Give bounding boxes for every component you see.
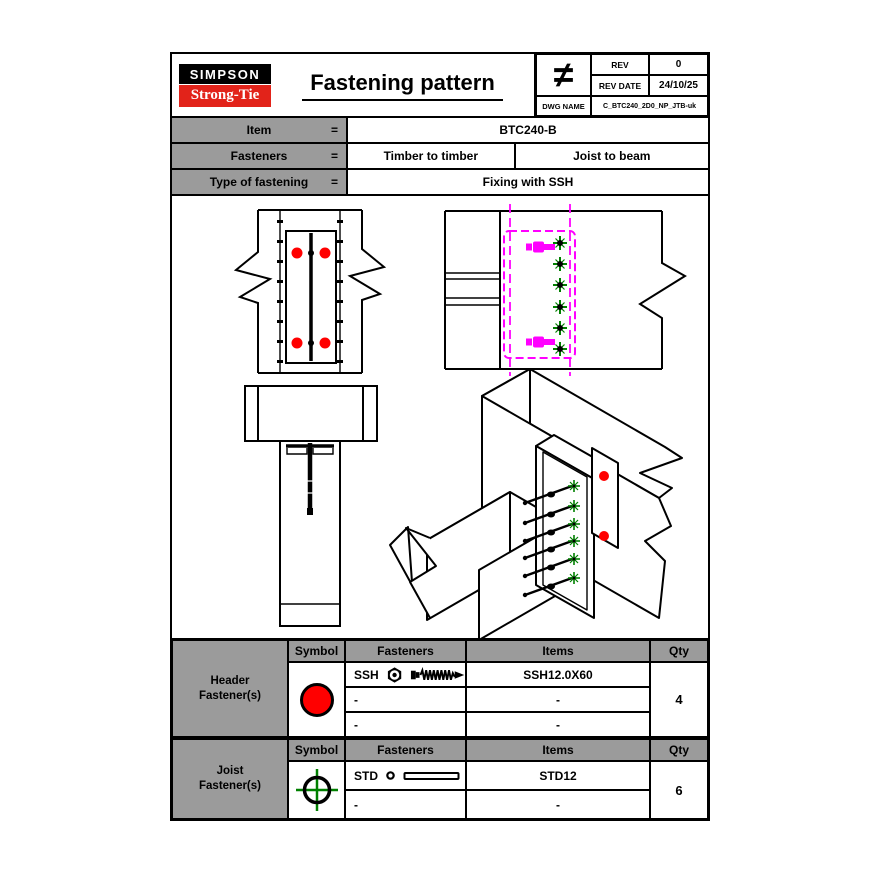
header-fasteners-qty: 4 (650, 662, 708, 737)
fasteners-label: Fasteners (230, 149, 288, 163)
type-label-cell: Type of fastening = (172, 170, 348, 194)
dowel-end-icon (386, 771, 395, 780)
item-cell: - (466, 790, 650, 819)
item-value: BTC240-B (499, 123, 557, 137)
not-equal-icon: ≠ (536, 54, 591, 96)
type-label: Type of fastening (209, 175, 309, 189)
title-block: SIMPSON Strong-Tie Fastening pattern ≠ R… (172, 54, 708, 118)
title-block-left: SIMPSON Strong-Tie Fastening pattern (172, 54, 536, 116)
joist-fasteners-group-label: Joist Fastener(s) (172, 739, 288, 819)
hanger-3d (535, 434, 619, 619)
joist-fasteners-qty: 6 (650, 761, 708, 819)
std-screws-3d (522, 480, 580, 598)
simpson-strongtie-logo: SIMPSON Strong-Tie (179, 63, 271, 107)
col-fasteners: Fasteners (345, 640, 466, 662)
dwg-name-value: C_BTC240_2D0_NP_JTB-uk (591, 96, 708, 116)
item-label-cell: Item = (172, 118, 348, 142)
section-view-drawing (244, 385, 378, 627)
fasteners-value-1: Timber to timber (383, 149, 479, 163)
ssh-fastener-markers (291, 247, 331, 349)
equals-sign: = (330, 123, 338, 137)
item-cell: STD12 (466, 761, 650, 790)
spec-row-fasteners: Fasteners = Timber to timber Joist to be… (172, 144, 708, 170)
col-fasteners: Fasteners (345, 739, 466, 761)
hidden-hanger-outline (503, 204, 576, 376)
col-items: Items (466, 640, 650, 662)
ssh-fastener-marker (599, 531, 609, 541)
rev-date-label: REV DATE (591, 75, 649, 96)
fasteners-label-cell: Fasteners = (172, 144, 348, 168)
ssh-screw-side-symbols (526, 241, 555, 348)
item-cell: - (466, 712, 650, 737)
fastener-cell: SSH (345, 662, 466, 687)
page-title-wrap: Fastening pattern (271, 70, 534, 101)
ssh-symbol-icon (299, 682, 334, 717)
page-title: Fastening pattern (302, 70, 503, 101)
item-cell: SSH12.0X60 (466, 662, 650, 687)
header-fasteners-group-label: Header Fastener(s) (172, 640, 288, 737)
equals-sign: = (330, 175, 338, 189)
header-fasteners-table: Header Fastener(s) Symbol Fasteners Item… (172, 640, 708, 739)
col-items: Items (466, 739, 650, 761)
logo-simpson: SIMPSON (179, 63, 271, 84)
hex-head-icon (387, 666, 401, 683)
isometric-view-drawing (389, 368, 683, 640)
item-label: Item (246, 123, 272, 137)
technical-drawing (233, 204, 687, 640)
spec-row-item: Item = BTC240-B (172, 118, 708, 144)
joist-fastener-symbol-cell (288, 761, 345, 819)
ssh-screw-icon (410, 666, 465, 680)
drawing-area (172, 196, 708, 640)
fasteners-value-2: Joist to beam (513, 144, 708, 168)
fastener-cell: - (345, 790, 466, 819)
rev-value: 0 (649, 54, 708, 75)
side-view-drawing (444, 204, 687, 376)
equals-sign: = (330, 149, 338, 163)
fastener-cell: - (345, 712, 466, 737)
ssh-fastener-marker (599, 471, 609, 481)
fastener-cell: STD (345, 761, 466, 790)
joist-fasteners-table: Joist Fastener(s) Symbol Fasteners Items… (172, 739, 708, 819)
col-qty: Qty (650, 739, 708, 761)
type-value: Fixing with SSH (482, 175, 574, 189)
std-fastener-markers (553, 236, 567, 356)
col-symbol: Symbol (288, 640, 345, 662)
header-fastener-symbol-cell (288, 662, 345, 737)
std-symbol-icon (295, 769, 338, 811)
spec-row-type: Type of fastening = Fixing with SSH (172, 170, 708, 196)
revision-block: ≠ REV 0 REV DATE 24/10/25 DWG NAME C_BTC… (536, 54, 708, 116)
fastening-pattern-sheet: SIMPSON Strong-Tie Fastening pattern ≠ R… (170, 52, 710, 821)
rev-date-value: 24/10/25 (649, 75, 708, 96)
col-qty: Qty (650, 640, 708, 662)
dowel-side-icon (403, 771, 460, 780)
plan-view-drawing (233, 209, 387, 374)
dwg-name-label: DWG NAME (536, 96, 591, 116)
logo-strongtie: Strong-Tie (179, 84, 271, 107)
item-cell: - (466, 687, 650, 712)
fastener-cell: - (345, 687, 466, 712)
col-symbol: Symbol (288, 739, 345, 761)
rev-label: REV (591, 54, 649, 75)
hanger-strap (286, 443, 334, 515)
